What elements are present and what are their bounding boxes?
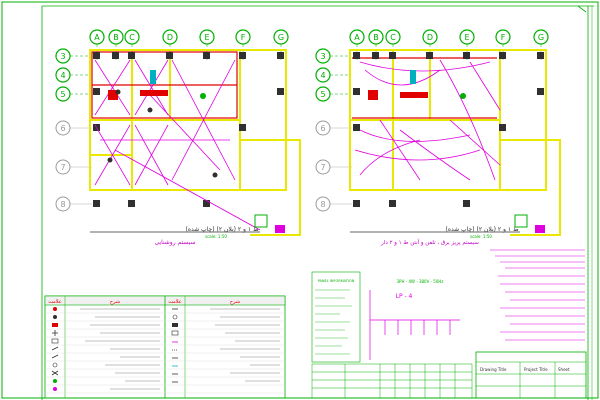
grid-letter: D (167, 33, 173, 42)
panel-table (311, 363, 473, 399)
legend-table: علامت شرح علامت شرح (44, 295, 286, 399)
grid-letter: F (501, 33, 506, 42)
legend-header: علامت (48, 299, 62, 305)
plan-title: (چاپ شده) ط ۱ و ۲ (پلان ۲) (445, 226, 519, 233)
plan-left: A B C D E F G 3 4 5 6 7 8 (55, 29, 301, 246)
panel-schedule: PANEL INFORMATION LP - 4 3PH - 4W - 380V… (311, 271, 473, 399)
grid-number: 6 (60, 124, 65, 133)
legend-header: شرح (230, 299, 240, 305)
grid-letters-right: A B C D E F G (349, 29, 549, 45)
grid-number: 7 (320, 163, 325, 172)
grid-number: 6 (320, 124, 325, 133)
plan-scale: scale: 1:50 (470, 234, 492, 239)
legend-header: شرح (110, 299, 120, 305)
grid-number: 3 (60, 52, 65, 61)
grid-numbers-right: 3 4 5 6 7 8 (315, 48, 331, 212)
grid-number: 5 (60, 90, 65, 99)
grid-lines-right-grey (330, 127, 352, 205)
walls-left (89, 49, 301, 236)
walls-right (349, 49, 561, 236)
title-block: Drawing Title Project Title Sheet (475, 351, 587, 399)
grid-letter: C (390, 33, 396, 42)
sheet-label: Sheet (558, 367, 570, 372)
grid-number: 5 (320, 90, 325, 99)
grid-letter: A (354, 33, 360, 42)
fixtures-left (107, 70, 285, 233)
grid-number: 4 (320, 71, 325, 80)
legend-header: علامت (168, 299, 182, 305)
project-title-label: Project Title (524, 367, 548, 372)
grid-letter: E (204, 33, 209, 42)
grid-numbers-left: 3 4 5 6 7 8 (55, 48, 71, 212)
columns-right (353, 52, 544, 207)
wiring-right (354, 59, 501, 181)
walls-red-left (91, 51, 238, 119)
grid-number: 7 (60, 163, 65, 172)
grid-number: 3 (320, 52, 325, 61)
panel-circuits (369, 290, 460, 360)
plan-title: (چاپ شده) ط ۱ و ۲ (پلان ۲) (185, 226, 259, 233)
plan-subtitle: سیستم پریز برق ، تلفن و آنتن ط ۱ و ۲ دار (380, 239, 479, 246)
grid-letter: A (94, 33, 100, 42)
grid-letter: D (427, 33, 433, 42)
drawing-title-label: Drawing Title (480, 367, 507, 372)
grid-letter: F (241, 33, 246, 42)
wiring-left (94, 59, 261, 231)
grid-number: 4 (60, 71, 65, 80)
panel-title: LP - 4 (396, 293, 413, 300)
grid-letter: C (129, 33, 135, 42)
panel-box-title: PANEL INFORMATION (318, 279, 355, 283)
grid-letter: E (464, 33, 469, 42)
grid-number: 8 (60, 200, 65, 209)
grid-letter: G (538, 33, 544, 42)
fixtures-right (368, 70, 545, 233)
legend-rows (45, 312, 285, 394)
grid-number: 8 (320, 200, 325, 209)
panel-header: 3PH - 4W - 380V - 50Hz (397, 279, 444, 284)
grid-letter: G (278, 33, 284, 42)
grid-letter: B (373, 33, 379, 42)
corner-mark (577, 5, 587, 13)
grid-letter: B (113, 33, 119, 42)
legend-text-lines (80, 308, 280, 390)
grid-lines-left-grey (70, 127, 92, 205)
legend-symbols (51, 307, 179, 391)
plan-right: A B C D E F G 3 4 5 6 7 8 (315, 29, 561, 246)
panel-info-lines (315, 289, 352, 355)
plan-subtitle: سیستم روشنایی (154, 239, 195, 246)
notes-magenta (490, 249, 585, 341)
plan-scale: scale: 1:50 (205, 234, 227, 239)
